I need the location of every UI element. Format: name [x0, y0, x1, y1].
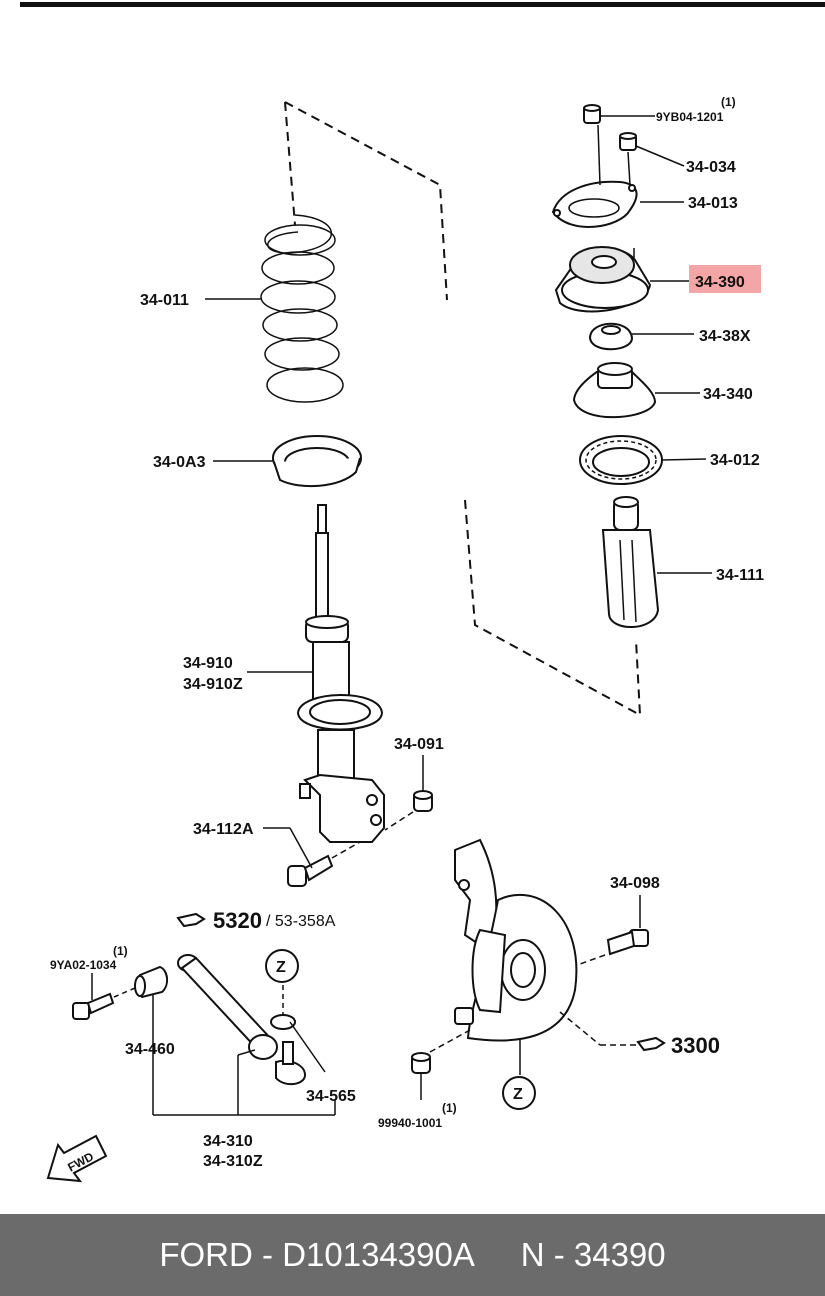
z-marker-1-label: Z [276, 959, 286, 976]
label-34-910: 34-910 [183, 655, 233, 672]
label-34-460: 34-460 [125, 1041, 175, 1058]
label-34-340: 34-340 [703, 386, 753, 403]
coil-spring-34-011 [205, 214, 344, 403]
footer-part-number: D10134390A [282, 1236, 475, 1273]
z-marker-2 [502, 1076, 536, 1110]
nut-34-091 [384, 755, 433, 831]
bushing-34-460 [134, 965, 168, 999]
footer-n-value: 34390 [573, 1236, 666, 1273]
footer-brand: FORD [159, 1236, 253, 1273]
label-34-013: 34-013 [688, 195, 738, 212]
label-99940-qty: (1) [442, 1101, 457, 1115]
ref-5320: 5320 [213, 908, 262, 933]
z-marker-1 [265, 949, 299, 983]
label-34-0a3: 34-0A3 [153, 454, 206, 471]
strut-34-910 [247, 504, 385, 843]
ref-3300: 3300 [671, 1033, 720, 1058]
footer-gap [475, 1236, 521, 1274]
insulator-34-0a3 [213, 435, 362, 488]
callout-bracket [152, 995, 336, 1116]
lateral-link-34-310 [177, 954, 326, 1086]
nut-9yb04 [583, 104, 655, 124]
label-34-38x: 34-38X [699, 328, 751, 345]
bumper-34-38x [588, 322, 694, 351]
mount-34-390 [554, 246, 690, 313]
label-34-112a: 34-112A [193, 821, 254, 838]
plate-34-013 [551, 124, 684, 228]
label-34-390: 34-390 [695, 274, 745, 291]
label-9yb04-qty: (1) [721, 95, 736, 109]
dashed-outline [284, 101, 642, 717]
bolt-34-112a [263, 827, 361, 887]
highlight-box [689, 265, 761, 293]
bolt-9ya02 [72, 973, 136, 1020]
parts-diagram: (1) 9YB04-1201 34-034 34-013 34-390 34-3… [20, 2, 825, 1183]
label-9ya02: 9YA02-1034 [50, 958, 117, 972]
ring-34-012 [579, 435, 707, 485]
label-34-111: 34-111 [716, 567, 764, 584]
seat-34-340 [572, 362, 700, 419]
label-9yb04: 9YB04-1201 [656, 110, 724, 124]
boot-34-111 [601, 496, 712, 628]
z-marker-2-label: Z [513, 1086, 523, 1103]
label-34-098: 34-098 [610, 875, 660, 892]
label-34-310: 34-310 [203, 1133, 253, 1150]
nut-99940 [411, 1029, 471, 1100]
knuckle-assembly [454, 838, 638, 1075]
fwd-arrow-icon [46, 1134, 108, 1183]
label-34-910z: 34-910Z [183, 676, 243, 693]
footer-bar: FORD - D10134390A N - 34390 [0, 1214, 825, 1296]
pointer-hand-icon [636, 1036, 666, 1052]
nut-34-034 [619, 132, 685, 167]
footer-sep-1: - [252, 1236, 283, 1273]
pointer-hand-icon [176, 912, 206, 928]
ref-53-358a: / 53-358A [266, 913, 336, 930]
bolt-34-098 [579, 895, 649, 965]
label-34-310z: 34-310Z [203, 1153, 263, 1170]
label-34-011: 34-011 [140, 292, 189, 309]
label-34-012: 34-012 [710, 452, 760, 469]
footer-n-label: N [520, 1236, 545, 1273]
label-9ya02-qty: (1) [113, 944, 128, 958]
top-border [20, 2, 825, 7]
label-99940: 99940-1001 [378, 1116, 442, 1130]
label-34-091: 34-091 [394, 736, 444, 753]
label-34-034: 34-034 [686, 159, 736, 176]
footer-sep-2: - [544, 1236, 574, 1273]
label-34-565: 34-565 [306, 1088, 356, 1105]
